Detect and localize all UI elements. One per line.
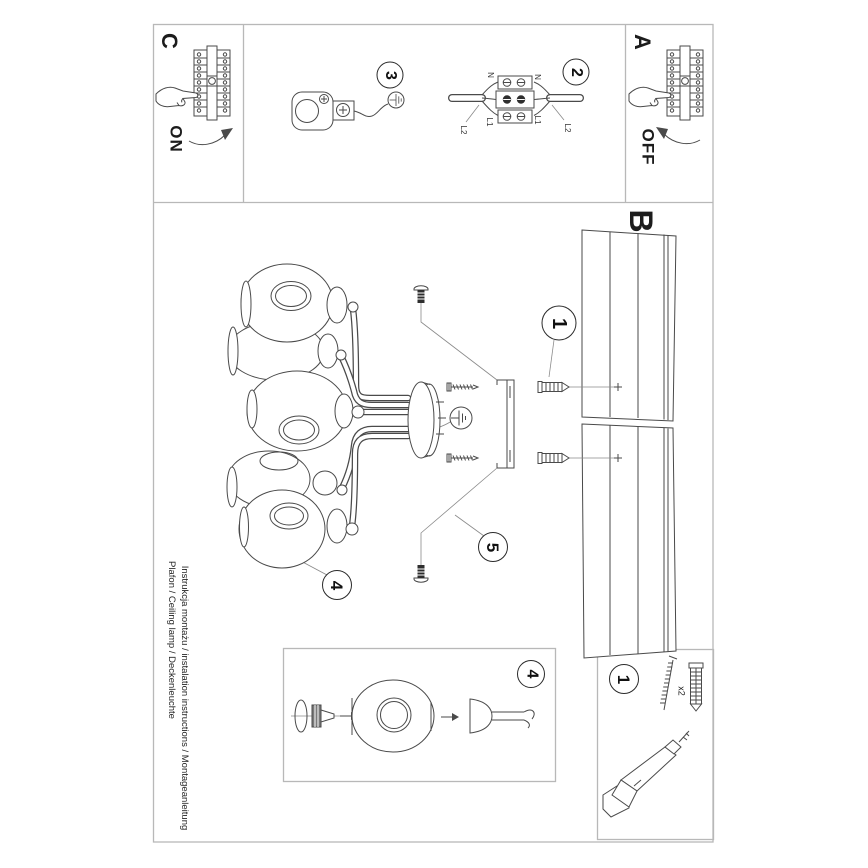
step-1-callout: 1 <box>541 305 577 341</box>
step-2-callout: 2 <box>562 58 590 86</box>
power-off-label: OFF <box>638 128 658 166</box>
section-c-label: C <box>157 33 182 49</box>
wire-label-l2-left: L2 <box>459 125 468 135</box>
earth-mark-circle <box>449 406 473 430</box>
parts-1-callout: 1 <box>609 664 639 694</box>
step-4-callout: 4 <box>322 570 352 600</box>
footer-title-line: Instrukcja montażu / instalation instruc… <box>178 565 190 831</box>
power-on-label: ON <box>166 125 186 153</box>
wire-label-n-left: N <box>486 72 495 78</box>
globe-5 <box>238 489 359 569</box>
step2-wiring-diagram <box>448 75 584 124</box>
lamp-canopy <box>407 381 446 459</box>
detail-4-callout: 4 <box>517 660 545 688</box>
lamp-globes <box>226 263 365 569</box>
step3-connector-illustration <box>291 91 405 131</box>
wire-label-l1-right: L1 <box>533 115 542 125</box>
drill-illustration <box>602 730 690 818</box>
wire-label-l2-right: L2 <box>563 123 572 133</box>
step-5-callout: 5 <box>478 532 508 562</box>
section-a-label: A <box>630 34 655 50</box>
section-b-label: B <box>623 209 659 233</box>
footer-product-line: Plafon / Ceiling lamp / Deckenleuchte <box>165 561 177 719</box>
parts-illustration <box>602 655 704 818</box>
wire-label-l1-left: L1 <box>485 117 494 127</box>
shade-assembly-detail <box>291 679 535 753</box>
anchor-quantity-label: x2 <box>676 686 687 696</box>
globe-3 <box>246 370 365 452</box>
page-borders <box>152 23 715 843</box>
step-3-callout: 3 <box>376 61 404 89</box>
globe-1 <box>240 263 359 343</box>
anchor-vertical <box>688 662 704 712</box>
wire-label-n-right: N <box>533 74 542 80</box>
lamp-arms <box>337 305 412 530</box>
mounting-bracket <box>496 379 515 469</box>
ceiling-panel-illustration <box>581 229 677 659</box>
leader-lines <box>296 303 614 576</box>
